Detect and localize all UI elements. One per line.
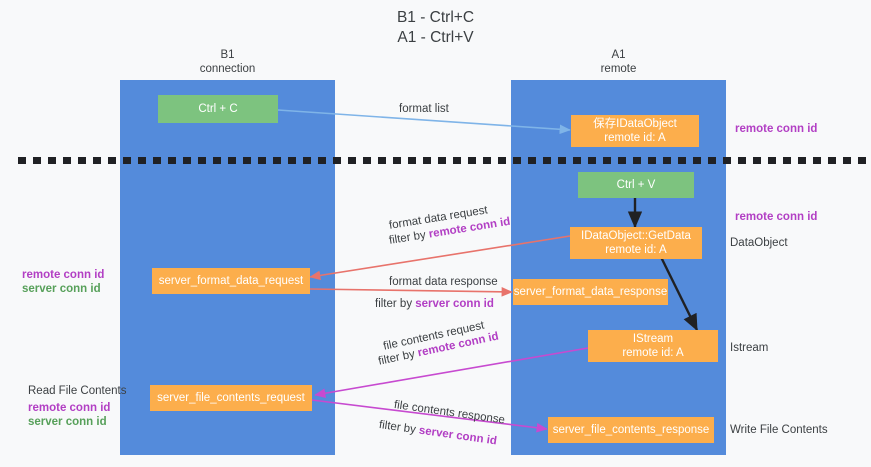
- edge-label-filter-prefix: filter by: [378, 418, 420, 437]
- label-dataobject: DataObject: [730, 237, 788, 249]
- node-ctrl-v[interactable]: Ctrl + V: [578, 172, 694, 198]
- column-header-a1: A1 remote: [600, 49, 637, 75]
- edge-label-filter-key: server conn id: [415, 298, 494, 310]
- node-ctrl-c[interactable]: Ctrl + C: [158, 95, 278, 123]
- label-server-conn-id-mid-left: server conn id: [22, 283, 101, 295]
- edge-label-filter-key: server conn id: [418, 424, 498, 448]
- page-title: B1 - Ctrl+C A1 - Ctrl+V: [396, 9, 475, 46]
- label-remote-conn-id-mid: remote conn id: [735, 211, 818, 223]
- node-server-format-data-request[interactable]: server_format_data_request: [152, 268, 310, 294]
- label-remote-conn-id-top: remote conn id: [735, 123, 818, 135]
- node-istream[interactable]: IStream remote id: A: [588, 330, 718, 362]
- node-idataobject-getdata[interactable]: IDataObject::GetData remote id: A: [570, 227, 702, 259]
- label-remote-conn-id-mid-left: remote conn id: [22, 269, 105, 281]
- label-write-file-contents: Write File Contents: [730, 424, 828, 436]
- column-header-b1: B1 connection: [199, 49, 256, 75]
- node-save-idataobject[interactable]: 保存IDataObject remote id: A: [571, 115, 699, 147]
- edge-label-format-data-response: format data response: [389, 276, 498, 288]
- label-read-file-contents: Read File Contents: [28, 385, 127, 397]
- node-server-file-contents-request[interactable]: server_file_contents_request: [150, 385, 312, 411]
- edge-label-filter-prefix: filter by: [375, 298, 416, 310]
- label-remote-conn-id-bot-left: remote conn id: [28, 402, 111, 414]
- edge-label-format-list: format list: [399, 103, 449, 115]
- node-server-format-data-response[interactable]: server_format_data_response: [513, 279, 668, 305]
- label-istream: Istream: [730, 342, 769, 354]
- edge-label-format-data-response-filter: filter by server conn id: [375, 297, 494, 312]
- label-server-conn-id-bot-left: server conn id: [28, 416, 107, 428]
- node-server-file-contents-response[interactable]: server_file_contents_response: [548, 417, 714, 443]
